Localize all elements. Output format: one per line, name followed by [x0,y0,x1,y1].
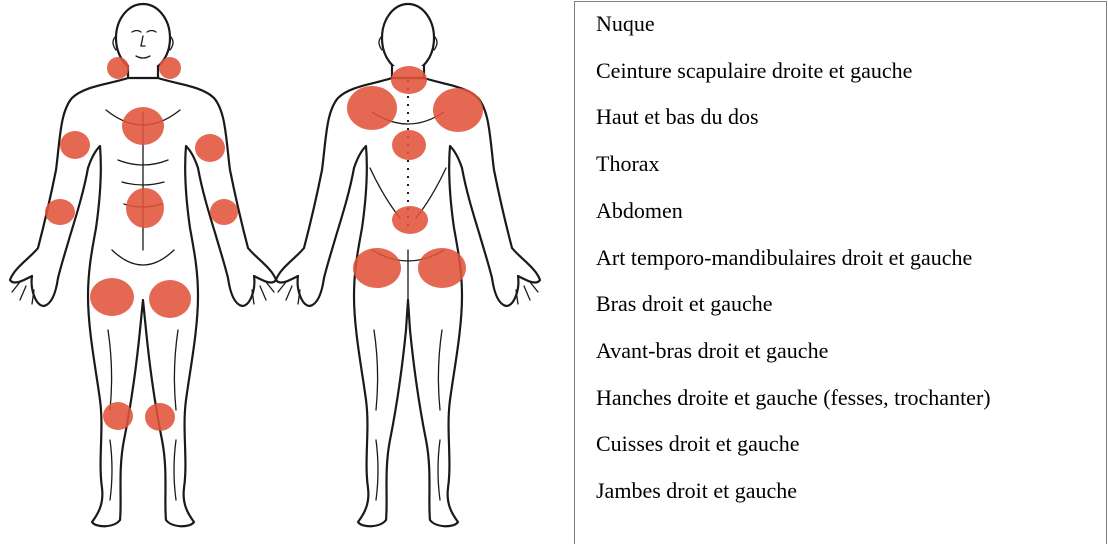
spot-abdomen [126,188,164,228]
spot-neck [391,66,427,94]
spot-thorax [122,107,164,145]
body-diagram-svg [0,0,575,544]
spot-forearm-left [210,199,238,225]
legend-item-haut-bas-dos: Haut et bas du dos [596,104,759,130]
spot-thigh-left [149,280,191,318]
spot-front-arm-right [60,131,90,159]
spot-front-jaw-right [107,57,129,79]
legend-item-bras: Bras droit et gauche [596,291,773,317]
legend-item-nuque: Nuque [596,11,655,37]
legend-item-ceinture-scapulaire: Ceinture scapulaire droite et gauche [596,58,912,84]
spot-shoulder-right [347,86,397,130]
spot-front-jaw-left [159,57,181,79]
legend-item-art-temporo-mandibulaires: Art temporo-mandibulaires droit et gauch… [596,245,972,271]
legend-item-cuisses: Cuisses droit et gauche [596,431,799,457]
body-figures [0,0,575,544]
back-head [382,4,434,72]
legend-item-abdomen: Abdomen [596,198,683,224]
legend-box: Nuque Ceinture scapulaire droite et gauc… [574,1,1107,544]
legend-item-hanches: Hanches droite et gauche (fesses, trocha… [596,385,991,411]
spot-leg-left [145,403,175,431]
spot-thigh-right [90,278,134,316]
spot-hip-left [418,248,466,288]
spot-hip-right [353,248,401,288]
front-figure [10,4,276,526]
spot-shoulder-left [433,88,483,132]
legend-item-thorax: Thorax [596,151,660,177]
spot-leg-right [103,402,133,430]
spot-upper-back [392,130,426,160]
legend-item-avant-bras: Avant-bras droit et gauche [596,338,828,364]
spot-front-arm-left [195,134,225,162]
spot-forearm-right [45,199,75,225]
spot-lower-back [392,206,428,234]
legend-item-jambes: Jambes droit et gauche [596,478,797,504]
